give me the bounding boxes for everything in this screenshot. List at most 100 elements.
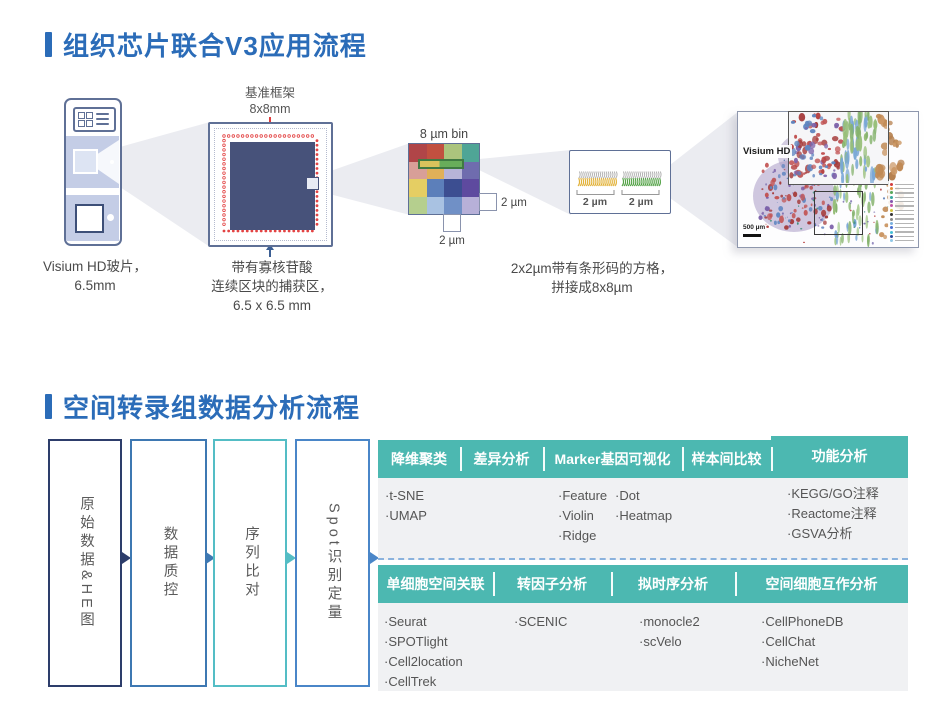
tissue-blob [803, 206, 806, 209]
fiducial-dot [292, 134, 296, 138]
tissue-blob [801, 141, 807, 147]
fiducial-dot [315, 157, 319, 161]
oligo-strand [583, 177, 587, 187]
fiducial-dot [222, 176, 226, 180]
tissue-blob [800, 227, 803, 230]
tissue-blob [808, 207, 813, 212]
fiducial-dot [297, 229, 300, 233]
tissue-blob [777, 174, 781, 179]
oligo-strand [648, 177, 651, 187]
text-line: 8x8mm [249, 102, 291, 117]
fiducial-dot [245, 134, 249, 138]
bin-cell [426, 179, 444, 197]
tile-caption: 2x2µm带有条形码的方格， 拼接成8x8µm [468, 259, 716, 297]
tissue-blob [863, 222, 866, 225]
tissue-blob [765, 206, 767, 208]
oligo-strand-top [638, 171, 642, 179]
bin-label: 8 µm bin [419, 127, 469, 141]
text-line: ·Heatmap [615, 508, 673, 523]
slide-label-panel [73, 107, 116, 132]
cluster-legend [888, 181, 916, 244]
tissue-blob [776, 212, 781, 218]
oligo-strand-top [651, 171, 654, 179]
legend-dot [890, 230, 893, 234]
tissue-blob [816, 132, 821, 137]
oligo-right-label: 2 µm [628, 196, 654, 208]
oligo-strand-top [628, 171, 631, 179]
image-inset-zoom [788, 111, 889, 185]
oligo-strand-top [644, 171, 648, 179]
fiducial-dot [222, 185, 226, 189]
fiducial-dot [315, 171, 319, 175]
oligo-strand [629, 177, 633, 187]
tissue-blob [855, 234, 858, 241]
oligo-strand-top [622, 171, 625, 179]
tissue-blob [796, 217, 801, 222]
tissue-blob [802, 241, 806, 244]
tissue-blob [764, 216, 768, 219]
legend-text-placeholder [895, 231, 914, 233]
header-dimred: 降维聚类 [378, 440, 460, 478]
legend-dot [890, 217, 893, 221]
tissue-blob [821, 226, 825, 229]
text-line: 拼接成8x8µm [551, 280, 633, 296]
tissue-blob [826, 164, 831, 170]
header-divider [735, 572, 737, 596]
oligo-strand-top [578, 171, 581, 179]
text-line: ·SCENIC [514, 614, 568, 629]
tissue-blob [846, 223, 849, 229]
fiducial-dot [222, 199, 226, 203]
fiducial-dot [250, 229, 254, 233]
header-divider [493, 572, 495, 596]
tissue-blob [845, 173, 849, 183]
oligo-strand [589, 177, 593, 187]
legend-dot [890, 191, 893, 195]
oligo-strand [656, 177, 659, 187]
legend-dot [890, 213, 893, 217]
legend-row [890, 195, 914, 199]
tissue-blob [875, 163, 884, 176]
bracket-left [576, 190, 615, 196]
tissue-blob [821, 200, 825, 206]
tissue-blob [772, 192, 775, 195]
text-line: ·t-SNE [385, 488, 424, 503]
legend-text-placeholder [895, 239, 914, 242]
tissue-blob [763, 214, 766, 217]
text-line: ·scVelo [639, 634, 682, 649]
legend-dot [890, 221, 893, 225]
tissue-blob [865, 214, 869, 229]
tissue-blob [849, 138, 854, 154]
text-line: ·CellChat [761, 634, 816, 649]
oligo-strand [610, 177, 613, 187]
tissue-blob [863, 117, 867, 132]
fiducial-dot [301, 229, 305, 233]
fiducial-dot [301, 134, 305, 138]
tools-pseudotime: ·monocle2·scVelo [639, 612, 700, 652]
oligo-strand-top [640, 171, 644, 179]
tissue-blob [818, 205, 823, 211]
oligo-strand [581, 177, 585, 187]
tissue-blob [869, 233, 871, 235]
tissue-blob [882, 206, 889, 213]
oligo-strand [593, 177, 597, 187]
panel-square [78, 112, 85, 119]
text-line: ·NicheNet [761, 654, 819, 669]
fiducial-dot [236, 134, 240, 138]
header-marker: Marker基因可视化 [543, 440, 682, 478]
oligo-strand-top [582, 171, 585, 179]
oligo-strand [596, 177, 599, 187]
tissue-blob [843, 192, 846, 201]
header-compare: 样本间比较 [682, 440, 771, 478]
slide-inner-beam [96, 140, 119, 184]
tissue-blob [782, 196, 786, 200]
tissue-blob [845, 121, 849, 138]
tissue-blob [809, 128, 816, 134]
tissue-blob [811, 164, 817, 170]
oligo-strand [625, 177, 629, 187]
text-line: 2x2µm带有条形码的方格， [510, 261, 674, 276]
legend-row [890, 230, 914, 234]
panel-square [78, 120, 85, 127]
tissue-blob [828, 196, 831, 199]
fiducial-dot-ring [222, 134, 319, 233]
tissue-blob [847, 112, 851, 121]
